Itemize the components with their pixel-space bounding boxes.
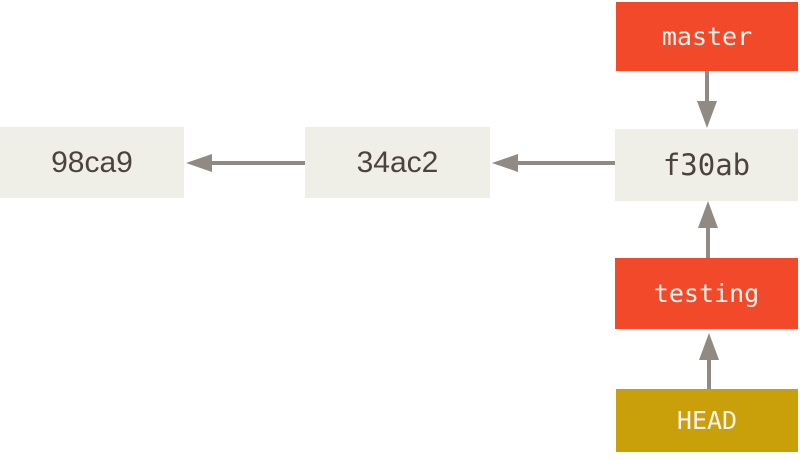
arrowhead-left-icon (492, 154, 518, 172)
arrow-testing-to-f30ab-icon (698, 201, 718, 258)
arrow-shaft (707, 358, 711, 389)
arrow-shaft (705, 71, 709, 104)
arrow-head-to-testing-icon (699, 333, 719, 389)
commit-node-34ac2: 34ac2 (305, 127, 490, 198)
arrowhead-up-icon (698, 201, 718, 228)
arrow-shaft (516, 161, 615, 165)
arrowhead-left-icon (186, 154, 212, 172)
commit-node-98ca9: 98ca9 (0, 127, 184, 198)
arrow-master-to-f30ab-icon (697, 71, 717, 128)
arrow-f30ab-to-34ac2-icon (492, 154, 615, 172)
arrow-34ac2-to-98ca9-icon (186, 154, 305, 172)
commit-node-f30ab: f30ab (615, 129, 798, 201)
branch-label-master: master (616, 2, 798, 71)
arrowhead-up-icon (699, 333, 719, 360)
arrowhead-down-icon (697, 101, 717, 128)
arrow-shaft (210, 161, 305, 165)
arrow-shaft (706, 226, 710, 258)
head-label: HEAD (616, 389, 798, 452)
branch-label-testing: testing (615, 258, 798, 329)
